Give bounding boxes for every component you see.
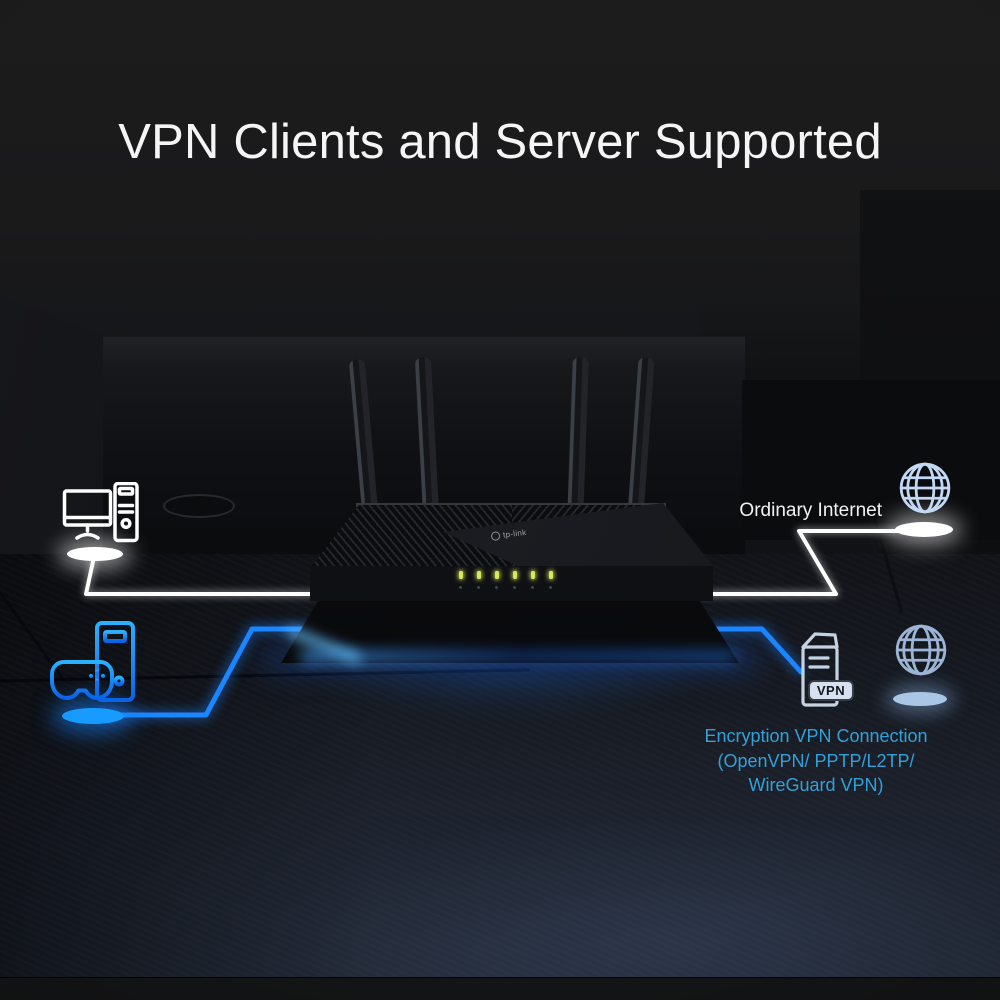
router-led-row [459,571,553,579]
vpn-badge: VPN [808,680,854,701]
led-usb [549,571,553,579]
background-cabinet-right [742,380,1000,540]
vpn-caption: Encryption VPN Connection (OpenVPN/ PPTP… [666,724,966,798]
glow-spot-ordinary-internet [895,522,953,537]
led-5g [495,571,499,579]
ordinary-connection-line [84,529,901,596]
glow-spot-vpn-internet [893,692,947,706]
tp-link-logo-icon [490,531,501,542]
vpn-caption-line1: Encryption VPN Connection [704,726,928,746]
globe-icon [899,462,951,514]
vpn-caption-line3: WireGuard VPN) [748,775,884,795]
floor-edge [0,977,1000,1000]
page-title: VPN Clients and Server Supported [118,115,882,169]
pedestal-glow [300,651,736,662]
blue-floor-reflection [230,650,790,780]
led-power [459,571,463,579]
led-internet [513,571,517,579]
glow-spot-gaming-client [62,708,124,724]
vpn-connection-line [97,626,804,718]
router-led-icons [459,586,552,589]
gaming-pc-gamepad-icon [50,621,135,702]
led-lan [531,571,535,579]
led-2g [477,571,481,579]
desktop-computer-icon [62,482,139,543]
glow-spot-ordinary-client [67,547,123,561]
globe-icon [895,624,947,676]
vpn-caption-line2: (OpenVPN/ PPTP/L2TP/ [717,750,915,771]
decor-bowl [163,494,235,518]
ordinary-internet-label: Ordinary Internet [739,500,882,521]
vpn-server-icon [801,632,839,707]
